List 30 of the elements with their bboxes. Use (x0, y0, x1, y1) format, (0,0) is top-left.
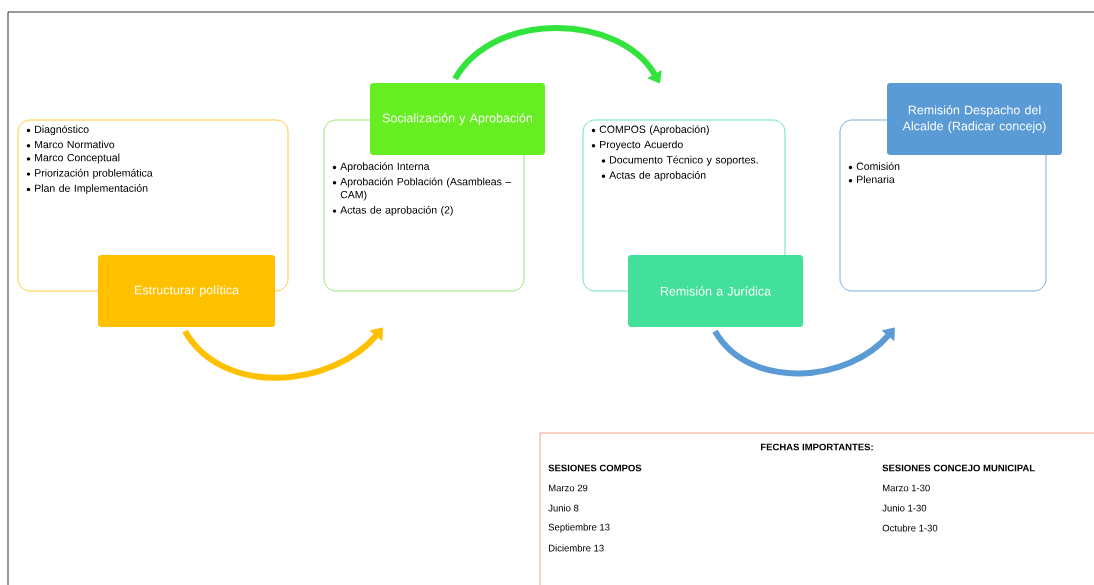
list-item: Actas de aprobación (609, 171, 706, 181)
step-box: Socialización y Aprobación (370, 83, 545, 155)
list-item: Plenaria (857, 175, 895, 184)
list-item: Actas de aprobación (2) (340, 205, 453, 216)
list-item: Marco Normativo (35, 140, 115, 149)
list-item: Documento Técnico y soportes. (610, 155, 758, 166)
curved-arrow (712, 327, 895, 377)
list-item: Aprobación Población (Asambleas – CAM) (340, 177, 512, 201)
list-item: Comisión (856, 162, 900, 171)
heading: SESIONES COMPOS (548, 464, 642, 472)
date-text: Diciembre 13 (549, 544, 604, 552)
list-item: COMPOS (Aprobación) (599, 125, 709, 136)
list-item: Diagnóstico (35, 125, 89, 136)
date-text: Marzo 1-30 (883, 484, 930, 492)
date-text: Septiembre 13 (548, 523, 610, 533)
step-box: Remisión Despacho del Alcalde (Radicar concejo) (887, 83, 1062, 155)
curved-arrow (182, 327, 383, 381)
list-item: Proyecto Acuerdo (600, 140, 683, 151)
date-text: Marzo 29 (549, 484, 588, 492)
list-item: Aprobación Interna (340, 162, 430, 173)
step-box: Remisión a Jurídica (628, 255, 803, 327)
list-item: Priorización problemática (35, 168, 153, 179)
date-text: Junio 8 (548, 504, 579, 512)
date-text: Octubre 1-30 (882, 524, 938, 532)
list-item: Plan de Implementación (35, 184, 148, 195)
date-text: Junio 1-30 (882, 504, 927, 512)
heading: SESIONES CONCEJO MUNICIPAL (882, 464, 1035, 472)
heading: FECHAS IMPORTANTES: (761, 443, 873, 451)
list-item: Marco Conceptual (35, 153, 120, 164)
step-box: Estructurar política (98, 255, 275, 327)
